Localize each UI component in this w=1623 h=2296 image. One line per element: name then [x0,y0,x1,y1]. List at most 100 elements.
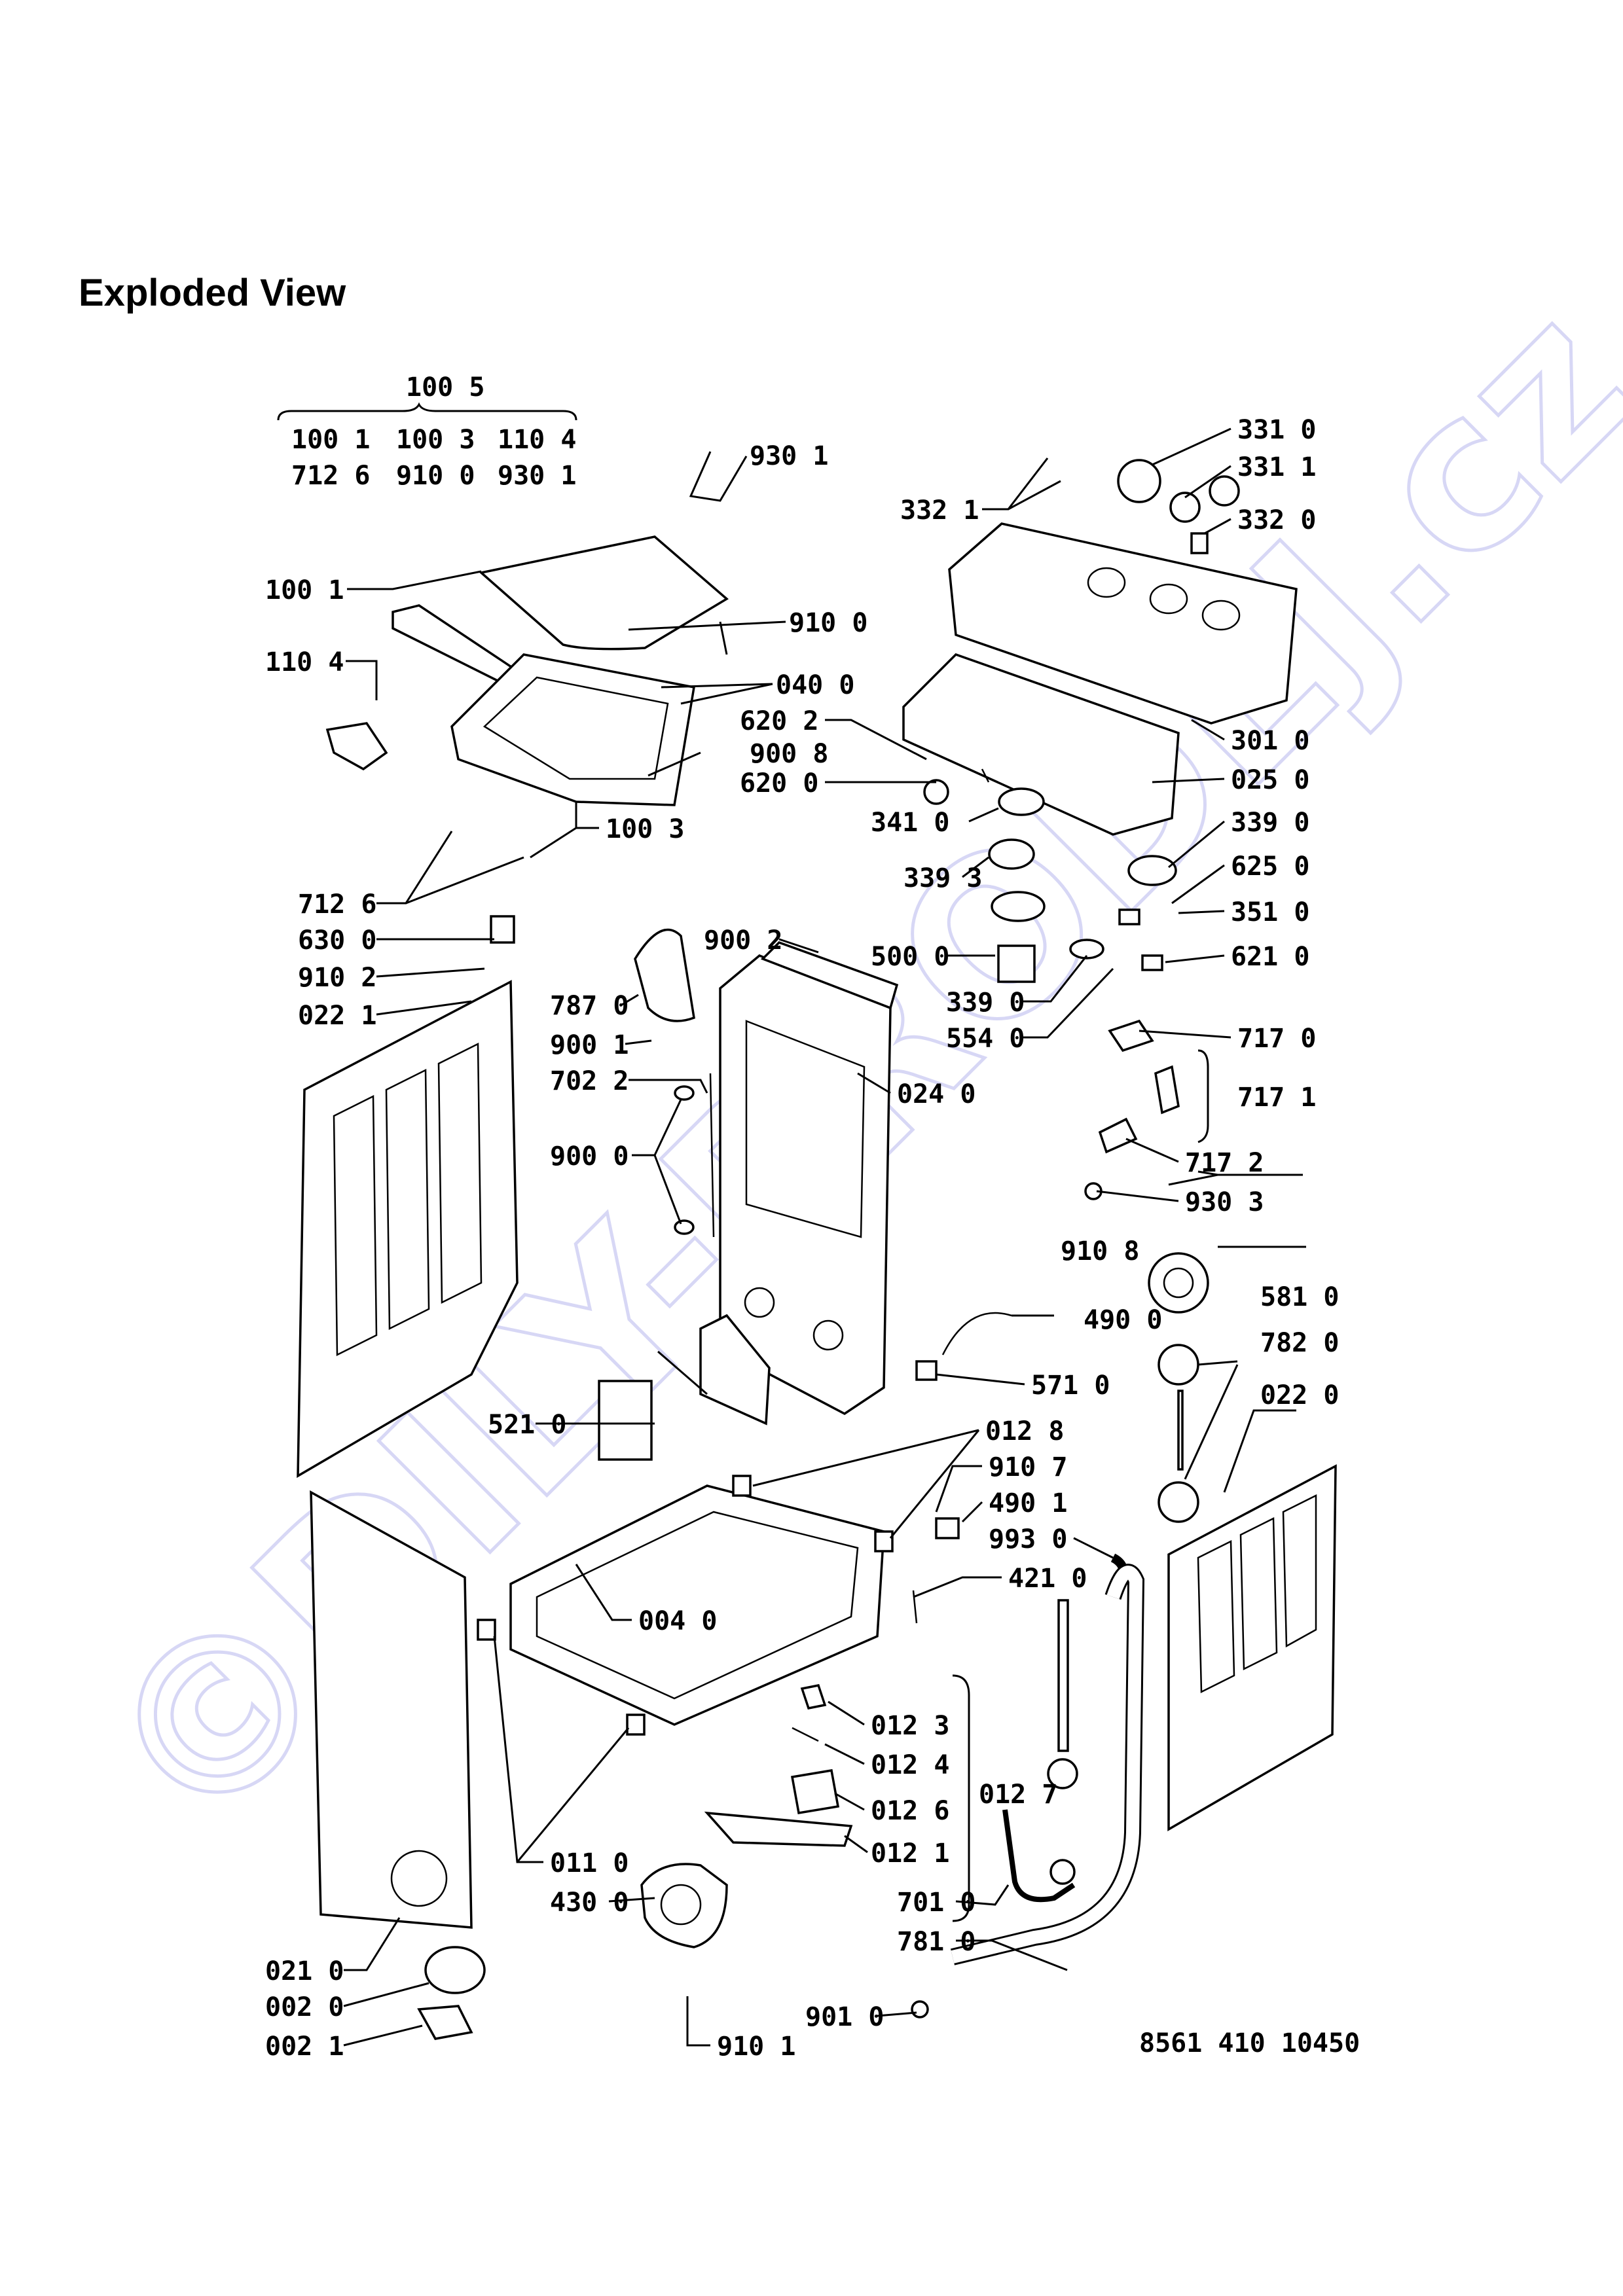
part-label: 620 0 [740,768,818,798]
part-label: 341 0 [871,808,949,838]
lid-part [479,535,729,651]
service-cover-part [424,1946,486,1994]
program-knob-part [1117,459,1161,503]
part-label: 900 2 [704,925,782,956]
part-label: 332 1 [900,495,979,526]
part-labels: 100 5 100 1 100 3 110 4 712 6 910 0 930 … [265,372,1360,2062]
knob-part [1169,492,1201,523]
electronics-board-part [902,653,1180,836]
part-drawings [297,459,1337,2040]
part-label: 100 3 [606,814,684,844]
right-side-panel-part [1167,1464,1337,1832]
button-part [1190,532,1209,554]
pressure-switch-part [1148,1252,1209,1314]
kit-label: 100 1 [291,425,370,455]
part-label: 930 3 [1185,1187,1264,1217]
part-label: 910 0 [789,608,867,638]
sump-part [704,1811,853,1847]
level-tube-part [1057,1599,1069,1752]
part-label: 554 0 [946,1024,1025,1054]
part-label: 900 0 [550,1141,629,1172]
part-label: 521 0 [488,1410,566,1440]
part-label: 331 0 [1237,415,1316,445]
part-label: 900 8 [750,739,828,769]
part-label: 004 0 [638,1606,717,1636]
part-label: 002 1 [265,2032,344,2062]
part-label: 040 0 [776,670,854,700]
filter-box-part [598,1380,653,1461]
part-label: 022 1 [298,1001,376,1031]
base-frame-part [509,1484,885,1726]
page-title: Exploded View [79,272,346,314]
part-label: 787 0 [550,991,629,1021]
part-label: 910 2 [298,963,376,993]
control-panel-part [948,522,1298,725]
part-label: 620 2 [740,706,818,736]
part-label: 339 0 [946,988,1025,1018]
part-label: 002 0 [265,1992,344,2022]
part-label: 012 8 [985,1416,1064,1446]
part-label: 900 1 [550,1030,629,1060]
part-label: 024 0 [897,1079,976,1109]
part-label: 930 1 [750,441,828,471]
part-label: 581 0 [1260,1282,1339,1312]
kit-label: 712 6 [291,461,370,491]
front-panel-part [310,1490,473,1929]
part-label: 110 4 [265,647,344,677]
part-label: 701 0 [897,1888,976,1918]
lid-hinge-part [392,604,519,686]
part-label: 717 1 [1237,1083,1316,1113]
knob-part [1209,475,1240,507]
top-frame-part [450,653,696,806]
kit-label: 930 1 [498,461,576,491]
part-label: 332 0 [1237,505,1316,535]
left-side-panel-part [297,980,519,1479]
part-label: 500 0 [871,942,949,972]
pump-part [640,1863,728,1948]
part-label: 621 0 [1231,942,1309,972]
latch-part [325,722,388,771]
part-label: 781 0 [897,1927,976,1957]
part-label: 910 7 [989,1452,1067,1482]
part-label: 993 0 [989,1524,1067,1554]
kit-label: 100 3 [396,425,475,455]
part-label: 910 8 [1061,1236,1139,1266]
part-label: 717 0 [1237,1024,1316,1054]
leader-lines [277,402,1306,2047]
part-label: 012 4 [871,1750,949,1780]
part-label: 910 1 [717,2032,795,2062]
part-label: 025 0 [1231,765,1309,795]
part-label: 021 0 [265,1956,344,1986]
part-label: 702 2 [550,1066,629,1096]
part-label: 625 0 [1231,852,1309,882]
part-label: 421 0 [1008,1564,1087,1594]
drawing-number: 8561 410 10450 [1139,2028,1360,2058]
part-label: 331 1 [1237,452,1316,482]
part-label: 901 0 [805,2002,884,2032]
part-label: 012 6 [871,1796,949,1826]
part-label: 301 0 [1231,726,1309,756]
part-label: 339 3 [903,863,982,893]
part-label: 712 6 [298,889,376,920]
part-label: 012 3 [871,1711,949,1741]
part-label: 430 0 [550,1888,629,1918]
part-label: 630 0 [298,925,376,956]
part-label: 717 2 [1185,1148,1264,1178]
part-label: 022 0 [1260,1380,1339,1410]
part-label: 490 1 [989,1488,1067,1518]
motor-part [997,944,1036,983]
bellows-part [634,928,695,1022]
part-label: 339 0 [1231,808,1309,838]
part-label: 571 0 [1031,1371,1110,1401]
part-label: 012 1 [871,1839,949,1869]
kit-title-label: 100 5 [406,372,484,403]
part-label: 490 0 [1084,1305,1162,1335]
kit-label: 110 4 [498,425,576,455]
part-label: 782 0 [1260,1328,1339,1358]
part-label: 100 1 [265,575,344,605]
part-label: 012 7 [979,1780,1057,1810]
part-label: 351 0 [1231,897,1309,927]
kit-label: 910 0 [396,461,475,491]
part-label: 011 0 [550,1848,629,1878]
